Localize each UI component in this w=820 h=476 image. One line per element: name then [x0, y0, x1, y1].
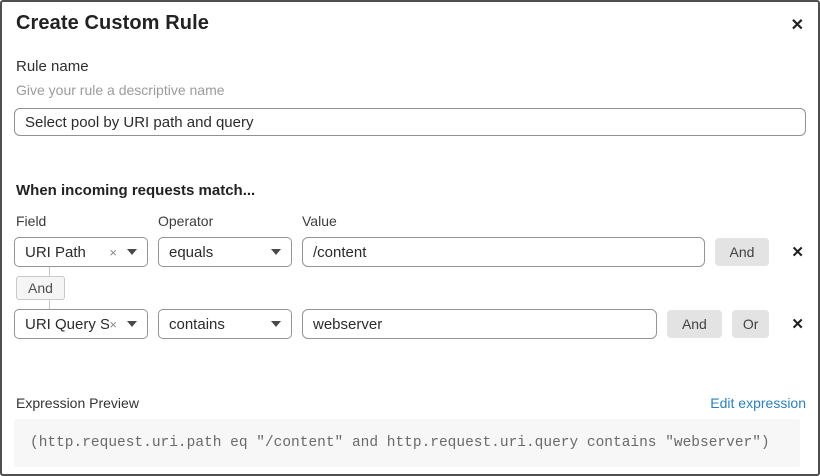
chevron-down-icon — [271, 321, 281, 327]
match-heading: When incoming requests match... — [16, 182, 256, 199]
chevron-down-icon — [127, 321, 137, 327]
condition-row: URI Path × equals And ✕ — [14, 237, 806, 267]
and-button[interactable]: And — [666, 310, 722, 338]
operator-select-value: contains — [169, 315, 225, 333]
remove-condition-icon[interactable]: ✕ — [791, 243, 804, 261]
operator-column-label: Operator — [158, 213, 214, 229]
operator-select[interactable]: contains — [158, 309, 292, 339]
value-input[interactable] — [302, 309, 657, 339]
and-connector: And — [14, 267, 806, 309]
edit-expression-link[interactable]: Edit expression — [710, 395, 806, 411]
field-column-label: Field — [16, 213, 47, 229]
expression-preview-label: Expression Preview — [16, 395, 139, 411]
or-button[interactable]: Or — [731, 310, 770, 338]
chevron-down-icon — [271, 249, 281, 255]
remove-condition-icon[interactable]: ✕ — [791, 315, 804, 333]
and-button[interactable]: And — [714, 238, 770, 266]
value-input[interactable] — [302, 237, 705, 267]
clear-icon[interactable]: × — [109, 244, 117, 260]
field-select-value: URI Path — [25, 243, 86, 261]
rule-name-label: Rule name — [16, 58, 89, 75]
connector-line — [49, 267, 50, 276]
expression-preview-header: Expression Preview Edit expression — [14, 395, 806, 411]
condition-row: URI Query St... × contains And Or ✕ — [14, 309, 806, 339]
operator-select-value: equals — [169, 243, 214, 261]
chevron-down-icon — [127, 249, 137, 255]
expression-code-block: (http.request.uri.path eq "/content" and… — [14, 419, 800, 467]
dialog-title: Create Custom Rule — [16, 12, 209, 34]
connector-badge: And — [16, 276, 65, 300]
connector-line — [49, 300, 50, 309]
value-column-label: Value — [302, 213, 337, 229]
close-icon[interactable]: ✕ — [790, 17, 804, 34]
operator-select[interactable]: equals — [158, 237, 292, 267]
clear-icon[interactable]: × — [109, 316, 117, 332]
rule-name-helper: Give your rule a descriptive name — [16, 82, 225, 98]
expression-code: (http.request.uri.path eq "/content" and… — [30, 435, 770, 451]
field-select-value: URI Query St... — [25, 315, 110, 333]
field-select[interactable]: URI Query St... × — [14, 309, 148, 339]
column-labels: Field Operator Value — [14, 213, 806, 229]
field-select[interactable]: URI Path × — [14, 237, 148, 267]
rule-name-input[interactable] — [14, 108, 806, 136]
dialog-header: Create Custom Rule ✕ — [14, 12, 806, 38]
